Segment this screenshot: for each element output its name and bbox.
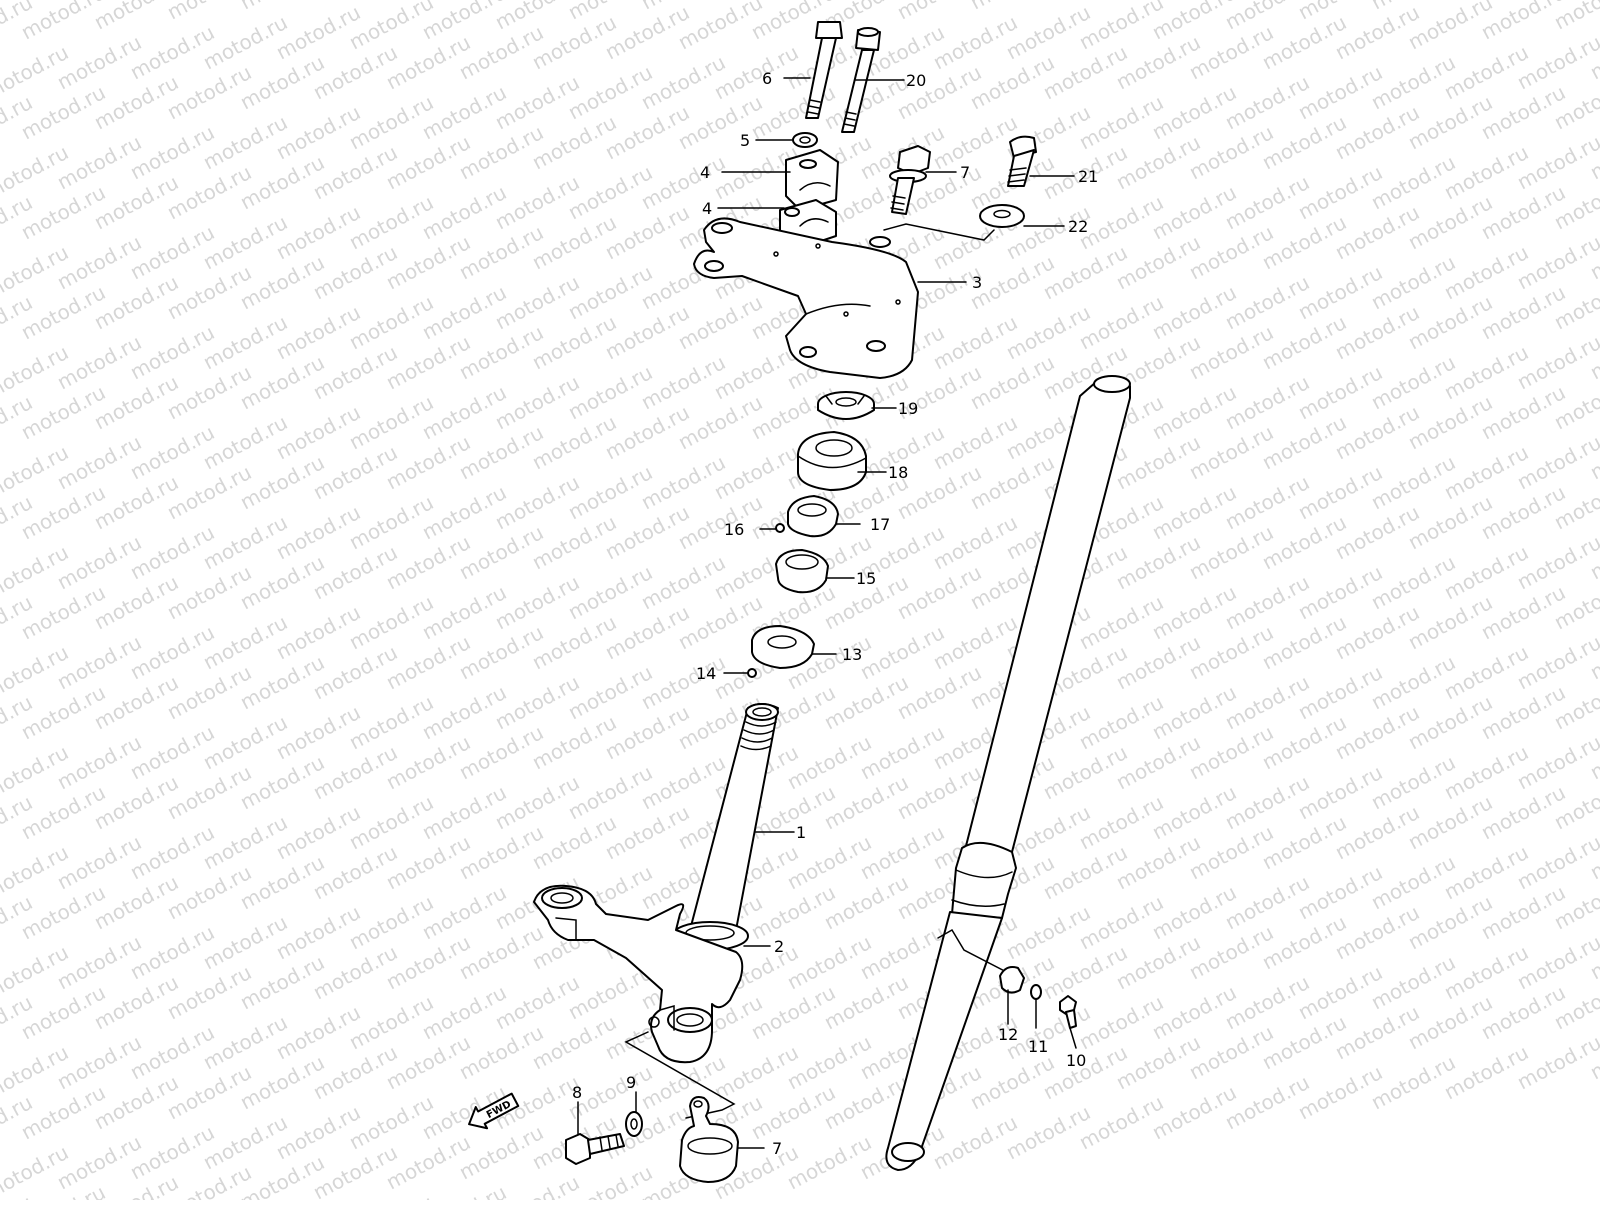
callout-labels: 6 20 5 4 4 7 21 22 3 19 18 16 17 15 13 1… bbox=[572, 69, 1098, 1158]
front-fork-leg bbox=[885, 375, 1131, 1171]
part-1-steering-stem bbox=[689, 703, 779, 931]
watermark-text: motod.ru bbox=[966, 0, 1058, 14]
part-10-washer bbox=[625, 1111, 643, 1137]
callout-4-lower: 4 bbox=[702, 199, 712, 218]
callout-17: 16 bbox=[724, 520, 744, 539]
part-21-bolt bbox=[841, 27, 881, 133]
part-18-bearing bbox=[787, 495, 839, 538]
part-15-ball bbox=[747, 668, 757, 678]
lower-bracket bbox=[533, 884, 744, 1064]
part-7-bolt bbox=[889, 145, 931, 215]
assembly-indicator-line-lower bbox=[624, 1031, 736, 1119]
callout-16: 15 bbox=[856, 569, 876, 588]
callout-8: 7 bbox=[772, 1139, 782, 1158]
part-3-upper-bracket bbox=[693, 217, 919, 379]
callout-15: 14 bbox=[696, 664, 716, 683]
assembly-indicator-line-upper bbox=[883, 223, 995, 241]
callout-20: 19 bbox=[898, 399, 918, 418]
callout-11: 10 bbox=[1066, 1051, 1086, 1070]
part-14-washer bbox=[751, 625, 815, 669]
part-13-clamp bbox=[999, 966, 1025, 994]
part-23-washer bbox=[979, 204, 1025, 228]
callout-7: 7 bbox=[960, 163, 970, 182]
part-6-bolt bbox=[805, 21, 843, 119]
leader-lines bbox=[577, 77, 1077, 1149]
callout-6: 6 bbox=[762, 69, 772, 88]
callout-12: 11 bbox=[1028, 1037, 1048, 1056]
callout-9: 8 bbox=[572, 1083, 582, 1102]
callout-18: 17 bbox=[870, 515, 890, 534]
callout-4-upper: 4 bbox=[700, 163, 710, 182]
part-17-ball bbox=[775, 523, 785, 533]
watermark-text: motod.ru bbox=[236, 0, 328, 14]
part-22-bolt bbox=[1007, 135, 1037, 187]
watermark-text: motod.ru bbox=[1039, 0, 1131, 4]
callout-14: 13 bbox=[842, 645, 862, 664]
callout-5: 5 bbox=[740, 131, 750, 150]
callout-19: 18 bbox=[888, 463, 908, 482]
watermark-text: motod.ru bbox=[418, 1180, 510, 1200]
callout-10: 9 bbox=[626, 1073, 636, 1092]
part-16-bearing bbox=[775, 549, 829, 594]
watermark-text: motod.ru bbox=[309, 0, 401, 4]
callout-2: 2 bbox=[774, 937, 784, 956]
part-19-bearing bbox=[797, 431, 867, 491]
part-12-washer bbox=[1030, 984, 1042, 1000]
callout-1: 1 bbox=[796, 823, 806, 842]
callout-21: 20 bbox=[906, 71, 926, 90]
part-8-cable-guide bbox=[679, 1096, 739, 1183]
part-11-screw bbox=[1059, 995, 1077, 1029]
callout-22: 21 bbox=[1078, 167, 1098, 186]
callout-3: 3 bbox=[972, 273, 982, 292]
callout-23: 22 bbox=[1068, 217, 1088, 236]
part-9-bolt bbox=[565, 1133, 625, 1165]
part-4-holder-upper bbox=[785, 149, 839, 211]
callout-13: 12 bbox=[998, 1025, 1018, 1044]
part-20-nut bbox=[817, 391, 875, 420]
part-5-washer bbox=[792, 132, 818, 148]
